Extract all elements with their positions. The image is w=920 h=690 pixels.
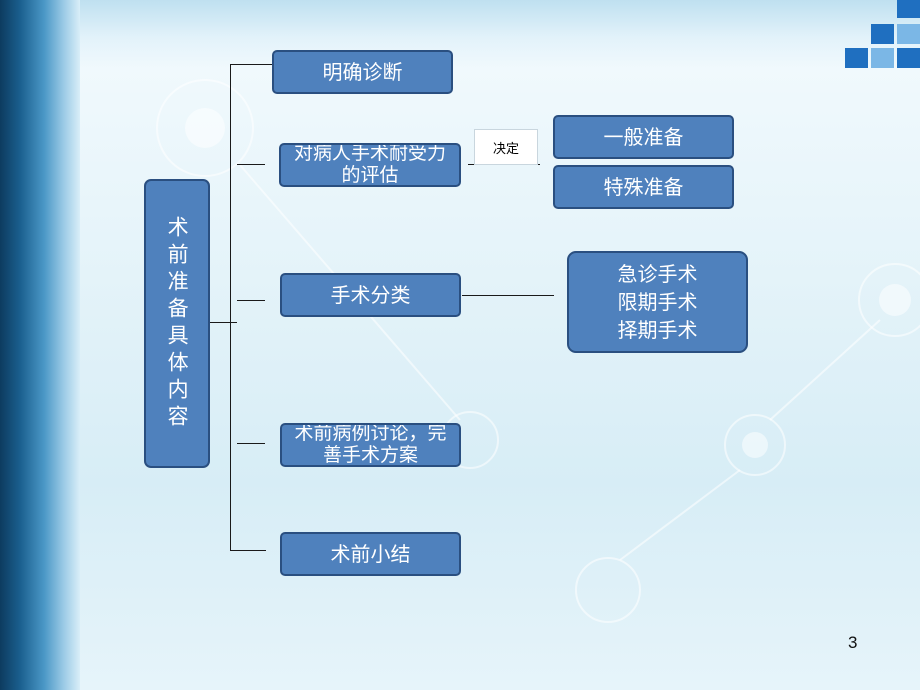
surgery-type-elective: 择期手术 [617, 318, 698, 342]
corner-square [897, 0, 920, 18]
connector-line [209, 322, 237, 323]
page-number: 3 [848, 633, 858, 652]
connector-line [230, 550, 266, 551]
corner-square [845, 48, 868, 68]
root-node: 术前准备具体内容 [144, 179, 210, 468]
decision-label: 决定 [474, 129, 538, 165]
branch-node-preop-summary: 术前小结 [280, 532, 461, 576]
corner-square [871, 24, 894, 44]
corner-square [871, 48, 894, 68]
branch-node-case-discussion: 术前病例讨论，完善手术方案 [280, 423, 461, 467]
connector-line [462, 295, 554, 296]
prep-node-general: 一般准备 [553, 115, 734, 159]
prep-node-special: 特殊准备 [553, 165, 734, 209]
branch-node-tolerance-assessment: 对病人手术耐受力的评估 [279, 143, 461, 187]
corner-square [897, 24, 920, 44]
connector-line [230, 64, 272, 65]
connector-line [237, 164, 265, 165]
branch-node-surgery-classification: 手术分类 [280, 273, 461, 317]
connector-line [237, 300, 265, 301]
top-band [80, 0, 920, 68]
surgery-types-node: 急诊手术 限期手术 择期手术 [567, 251, 748, 353]
surgery-type-limited: 限期手术 [617, 290, 698, 314]
surgery-type-emergency: 急诊手术 [617, 262, 698, 286]
connector-line [237, 443, 265, 444]
branch-node-diagnosis: 明确诊断 [272, 50, 453, 94]
left-gradient-bar [0, 0, 80, 690]
corner-square [897, 48, 920, 68]
connector-line [230, 64, 231, 550]
